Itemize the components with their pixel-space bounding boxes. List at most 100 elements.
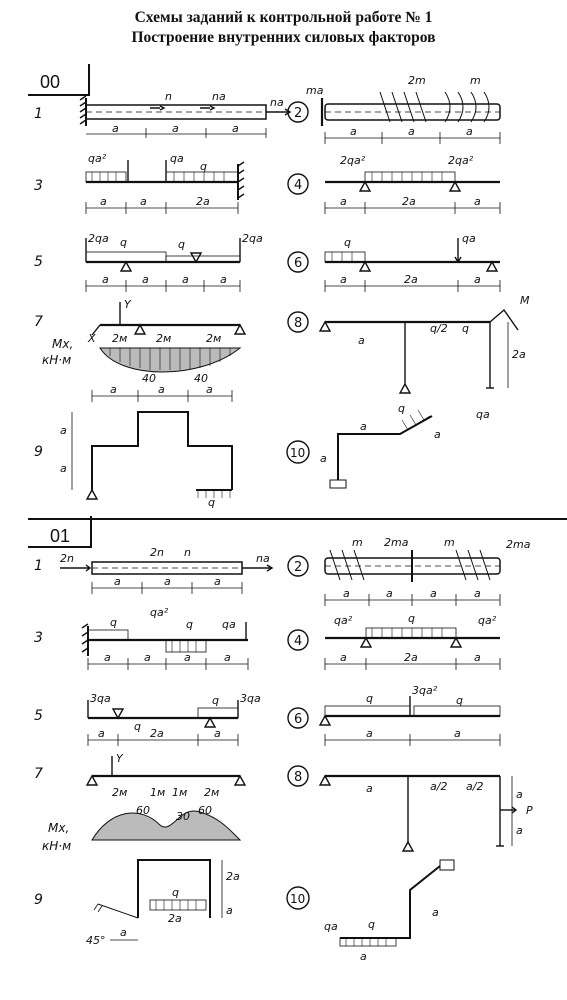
- svg-text:2a: 2a: [404, 651, 418, 664]
- svg-text:qa: qa: [324, 920, 338, 933]
- problem-number: 5: [34, 708, 43, 724]
- svg-text:2ma: 2ma: [384, 536, 409, 549]
- svg-text:a: a: [516, 788, 523, 801]
- svg-text:2qa: 2qa: [88, 232, 109, 245]
- svg-text:2м: 2м: [112, 786, 127, 799]
- svg-text:2qa: 2qa: [242, 232, 263, 245]
- svg-text:2м: 2м: [206, 332, 221, 345]
- scheme-00-5: 5 2qa 2qa q q a a a a: [34, 232, 263, 292]
- svg-text:a: a: [434, 428, 441, 441]
- problem-number: 2: [294, 106, 302, 121]
- svg-text:qa²: qa²: [478, 614, 497, 627]
- scheme-00-3: 3 qa² qa q a a 2a: [34, 152, 245, 214]
- svg-text:3qa²: 3qa²: [412, 684, 438, 697]
- svg-text:2a: 2a: [196, 195, 210, 208]
- svg-text:2a: 2a: [402, 195, 416, 208]
- label: n: [165, 90, 172, 103]
- scheme-01-4: 4 qa² q qa² a 2a a: [287, 612, 501, 670]
- dim-label: a: [408, 125, 415, 138]
- variant-label-00: 00: [40, 72, 61, 92]
- scheme-00-6: 6 q qa a 2a a: [287, 232, 501, 292]
- svg-text:a: a: [474, 273, 481, 286]
- svg-text:2a: 2a: [150, 727, 164, 740]
- svg-text:a: a: [100, 195, 107, 208]
- svg-text:2a: 2a: [404, 273, 418, 286]
- svg-text:a: a: [226, 904, 233, 917]
- problem-number: 1: [34, 558, 43, 574]
- svg-text:q: q: [408, 612, 415, 625]
- svg-text:a: a: [60, 462, 67, 475]
- svg-text:2ma: 2ma: [506, 538, 531, 551]
- scheme-00-1: 1 n na na a a a: [34, 90, 292, 138]
- scheme-01-3: 3 q qa² q qa a a a a: [34, 606, 249, 670]
- svg-text:a: a: [184, 651, 191, 664]
- section-separator: [28, 518, 567, 520]
- svg-text:a: a: [366, 727, 373, 740]
- variant-divider: [90, 516, 92, 546]
- svg-text:2a: 2a: [512, 348, 526, 361]
- svg-text:n: n: [184, 546, 191, 559]
- svg-text:q: q: [212, 694, 219, 707]
- problem-number: 7: [34, 314, 43, 330]
- svg-text:a/2: a/2: [430, 780, 447, 793]
- label: qa: [170, 152, 184, 165]
- svg-text:1м: 1м: [172, 786, 187, 799]
- svg-text:3qa: 3qa: [240, 692, 261, 705]
- svg-text:q: q: [344, 236, 351, 249]
- svg-text:a: a: [98, 727, 105, 740]
- svg-text:2м: 2м: [112, 332, 127, 345]
- scheme-01-7: 7 Y 2м 1м 1м 2м Mx, кН·м 60 30 60: [34, 752, 247, 853]
- svg-text:a: a: [214, 575, 221, 588]
- svg-text:40: 40: [194, 372, 208, 385]
- svg-text:a: a: [474, 195, 481, 208]
- svg-text:a: a: [110, 383, 117, 396]
- svg-text:кН·м: кН·м: [42, 353, 71, 367]
- svg-text:2a: 2a: [168, 912, 182, 925]
- svg-text:a: a: [104, 651, 111, 664]
- svg-text:q: q: [368, 918, 375, 931]
- svg-text:M: M: [520, 294, 530, 307]
- svg-text:a: a: [474, 651, 481, 664]
- svg-text:a: a: [142, 273, 149, 286]
- svg-text:na: na: [256, 552, 270, 565]
- problem-number: 2: [294, 560, 302, 575]
- svg-text:a: a: [60, 424, 67, 437]
- svg-text:X: X: [87, 332, 96, 345]
- problem-number: 7: [34, 766, 43, 782]
- problem-number: 5: [34, 254, 43, 270]
- svg-text:a: a: [340, 273, 347, 286]
- svg-text:a: a: [164, 575, 171, 588]
- svg-text:qa²: qa²: [150, 606, 169, 619]
- problem-number: 8: [294, 770, 302, 785]
- svg-text:a: a: [474, 587, 481, 600]
- scheme-00-2: 2 ma 2m m a a a: [287, 74, 501, 144]
- problem-number: 10: [290, 892, 305, 906]
- scheme-01-10: 10 qa q a a: [286, 859, 455, 963]
- problem-number: 1: [34, 106, 43, 122]
- svg-text:P: P: [526, 804, 533, 817]
- svg-text:2n: 2n: [60, 552, 74, 565]
- label: na: [270, 96, 284, 109]
- scheme-00-9: 9 a a a a a q: [34, 383, 233, 509]
- svg-text:q: q: [462, 322, 469, 335]
- svg-text:a: a: [144, 651, 151, 664]
- svg-text:q: q: [120, 236, 127, 249]
- label: na: [212, 90, 226, 103]
- svg-text:Mx,: Mx,: [52, 337, 73, 351]
- svg-text:q: q: [398, 402, 405, 415]
- variant-label-01: 01: [50, 526, 71, 546]
- svg-text:a: a: [320, 452, 327, 465]
- svg-text:q: q: [178, 238, 185, 251]
- scheme-00-10: 10 a q qa a a: [286, 402, 490, 489]
- svg-text:a: a: [224, 651, 231, 664]
- svg-text:a: a: [516, 824, 523, 837]
- svg-text:a: a: [182, 273, 189, 286]
- svg-text:2qa²: 2qa²: [340, 154, 366, 167]
- svg-text:a: a: [360, 420, 367, 433]
- label: 2m: [408, 74, 426, 87]
- scheme-01-8: 8 P a a/2 a/2 a a: [287, 765, 533, 852]
- svg-text:a: a: [206, 383, 213, 396]
- svg-text:q: q: [186, 618, 193, 631]
- svg-text:3qa: 3qa: [90, 692, 111, 705]
